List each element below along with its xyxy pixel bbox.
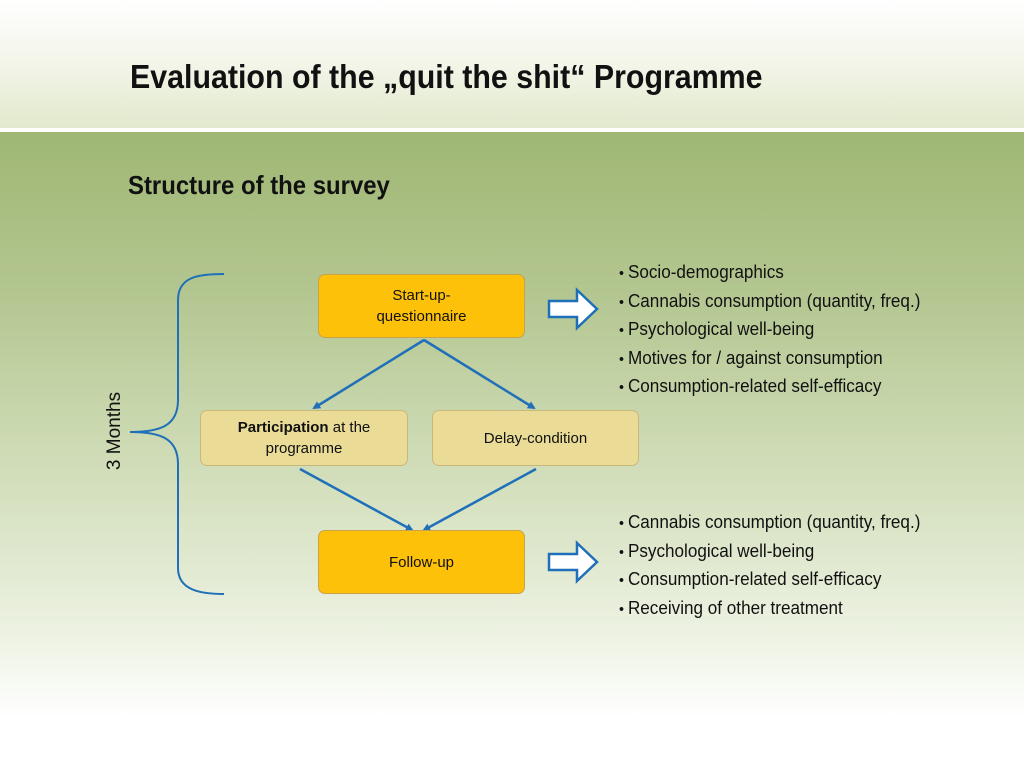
list-item: Socio-demographics (619, 259, 920, 288)
list-item: Consumption-related self-efficacy (619, 566, 920, 595)
list-item: Receiving of other treatment (619, 595, 920, 624)
slide-title: Evaluation of the „quit the shit“ Progra… (130, 58, 763, 95)
startup-outputs-list: Socio-demographics Cannabis consumption … (619, 259, 936, 402)
list-item: Consumption-related self-efficacy (619, 373, 920, 402)
list-item: Cannabis consumption (quantity, freq.) (619, 288, 920, 317)
startup-questionnaire-box: Start-up- questionnaire (318, 274, 525, 338)
list-item: Motives for / against consumption (619, 345, 920, 374)
output-arrow-followup (547, 540, 599, 584)
follow-up-box: Follow-up (318, 530, 525, 594)
arrow-participation-to-followup (299, 467, 414, 532)
arrow-startup-to-participation (312, 338, 425, 410)
months-bracket (129, 273, 225, 595)
output-arrow-startup (547, 287, 599, 331)
title-band (0, 0, 1024, 128)
list-item: Cannabis consumption (quantity, freq.) (619, 509, 920, 538)
delay-condition-box: Delay-condition (432, 410, 639, 466)
title-divider (0, 128, 1024, 132)
list-item: Psychological well-being (619, 538, 920, 567)
participation-rest-label: at the programme (265, 419, 371, 457)
participation-bold-label: Participation (237, 419, 329, 436)
followup-outputs-list: Cannabis consumption (quantity, freq.) P… (619, 509, 936, 623)
arrow-delay-to-followup (422, 467, 537, 532)
list-item: Psychological well-being (619, 316, 920, 345)
participation-box: Participation at the programme (200, 410, 408, 466)
three-months-label: 3 Months (104, 391, 125, 471)
arrow-startup-to-delay (423, 338, 536, 410)
slide-subtitle: Structure of the survey (128, 170, 390, 200)
